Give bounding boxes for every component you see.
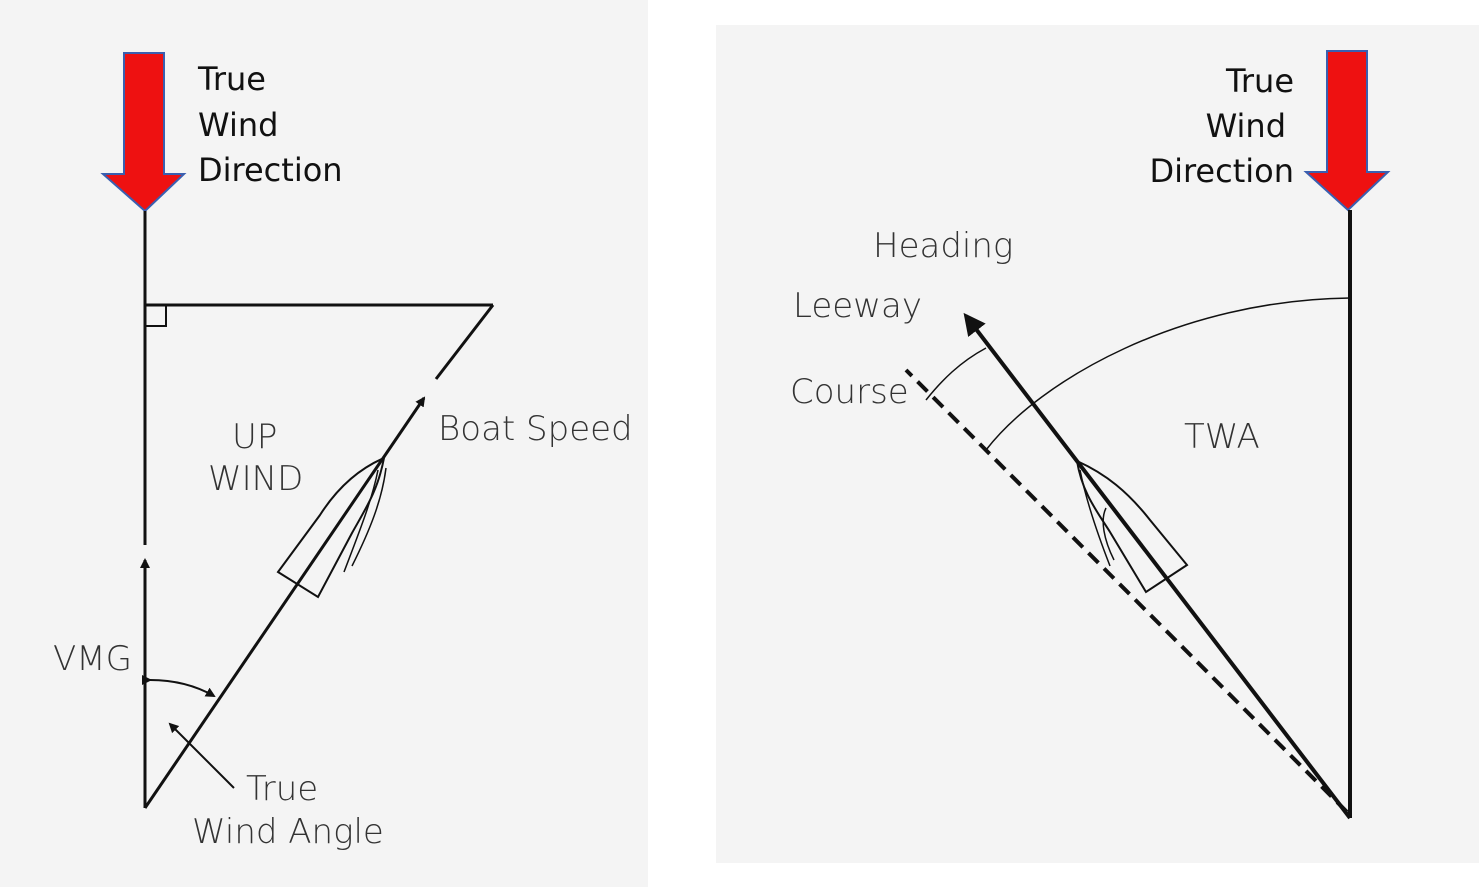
right-wind-label-line1: True (1225, 62, 1294, 100)
boat-icon-right (1075, 459, 1189, 594)
boat-speed-line (143, 396, 426, 809)
right-diagram: True Wind Direction Heading Leeway Cours… (790, 50, 1391, 820)
right-wind-label-line3: Direction (1149, 152, 1294, 190)
left-wind-label-line3: Direction (198, 151, 343, 189)
left-diagram-panel (0, 0, 648, 887)
vmg-label: VMG (53, 639, 132, 679)
heading-line (963, 312, 1352, 820)
boat-speed-label: Boat Speed (438, 409, 633, 449)
heading-label: Heading (873, 226, 1013, 266)
twa-label-right: TWA (1184, 417, 1260, 457)
twa-label-line2: Wind Angle (192, 812, 384, 852)
course-label: Course (790, 372, 909, 412)
upwind-label-line2: WIND (208, 459, 303, 499)
leeway-label: Leeway (793, 286, 922, 326)
left-diagram: True Wind Direction UP WIND Boat Speed V… (53, 52, 633, 852)
true-wind-arrow (100, 52, 187, 213)
twa-arc (141, 674, 216, 697)
right-wind-label-line2: Wind (1206, 107, 1286, 145)
true-wind-arrow-right (1303, 50, 1391, 212)
boat-icon (276, 456, 387, 599)
boat-speed-line-extension (434, 304, 495, 380)
twa-pointer (168, 722, 235, 789)
twa-label-line1: True (246, 769, 318, 809)
right-angle-marker (145, 305, 167, 327)
twa-arc-right (985, 297, 1351, 451)
left-wind-label-line2: Wind (198, 106, 278, 144)
upwind-label-line1: UP (232, 417, 277, 457)
left-wind-label-line1: True (197, 60, 266, 98)
leeway-arc (925, 347, 987, 401)
course-line (904, 368, 1349, 814)
